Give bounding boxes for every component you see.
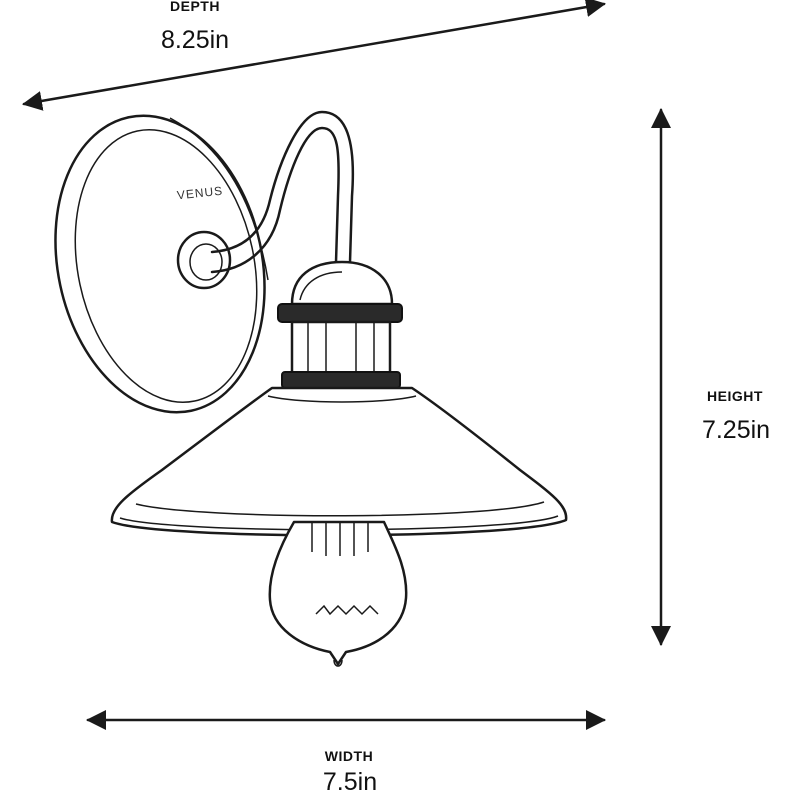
light-bulb [268,520,408,667]
depth-dimension-line [22,0,606,111]
mount-knob [176,230,232,290]
height-value: 7.25in [701,416,771,444]
gooseneck-arm [210,110,355,274]
depth-value: 8.25in [160,26,230,54]
socket-cap [290,260,394,306]
depth-label: DEPTH [170,0,220,14]
backplate [54,114,269,414]
lamp-shade [110,386,568,537]
height-label: HEIGHT [707,388,763,404]
width-label: WIDTH [324,748,374,764]
socket-cage [277,303,403,389]
width-value: 7.5in [322,768,378,796]
